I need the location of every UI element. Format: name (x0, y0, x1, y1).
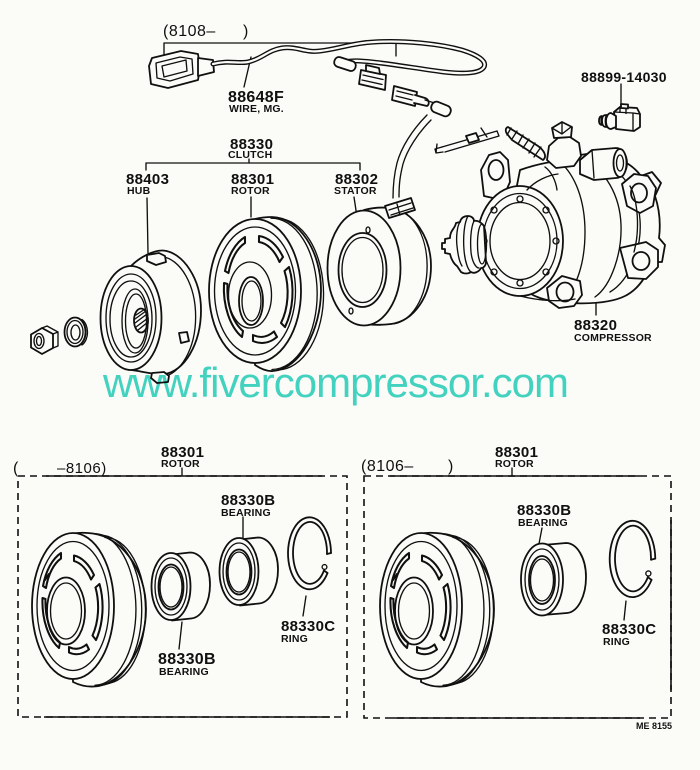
svg-text:88330B: 88330B (221, 492, 275, 509)
svg-text:(8108–: (8108– (163, 23, 216, 40)
svg-text:CLUTCH: CLUTCH (228, 149, 272, 161)
svg-text:(: ( (13, 460, 19, 477)
svg-text:ROTOR: ROTOR (161, 458, 200, 470)
svg-text:www.fivercompressor.com: www.fivercompressor.com (102, 359, 569, 406)
svg-text:RING: RING (603, 636, 630, 648)
svg-text:(8106–: (8106– (361, 458, 414, 475)
svg-text:88301: 88301 (495, 444, 538, 461)
svg-text:BEARING: BEARING (221, 507, 271, 519)
svg-text:ROTOR: ROTOR (495, 458, 534, 470)
svg-text:88302: 88302 (335, 171, 378, 188)
svg-text:RING: RING (281, 633, 308, 645)
svg-text:BEARING: BEARING (159, 666, 209, 678)
svg-text:88899-14030: 88899-14030 (581, 69, 667, 85)
svg-text:88648F: 88648F (228, 89, 284, 106)
svg-text:): ) (243, 23, 249, 40)
svg-text:88320: 88320 (574, 317, 617, 334)
svg-text:–8106): –8106) (57, 460, 107, 477)
svg-text:BEARING: BEARING (518, 517, 568, 529)
svg-text:ROTOR: ROTOR (231, 185, 270, 197)
svg-text:88301: 88301 (231, 171, 274, 188)
svg-text:HUB: HUB (127, 185, 151, 197)
svg-text:): ) (448, 458, 454, 475)
svg-text:ME 8155: ME 8155 (636, 721, 672, 731)
svg-text:88330C: 88330C (281, 618, 335, 635)
svg-text:88403: 88403 (126, 171, 169, 188)
svg-text:COMPRESSOR: COMPRESSOR (574, 332, 652, 344)
svg-text:WIRE, MG.: WIRE, MG. (229, 103, 284, 115)
svg-text:88301: 88301 (161, 444, 204, 461)
svg-text:88330B: 88330B (158, 651, 216, 668)
svg-text:88330C: 88330C (602, 621, 656, 638)
svg-text:88330B: 88330B (517, 502, 571, 519)
svg-text:STATOR: STATOR (334, 185, 377, 197)
svg-text:88330: 88330 (230, 136, 273, 153)
